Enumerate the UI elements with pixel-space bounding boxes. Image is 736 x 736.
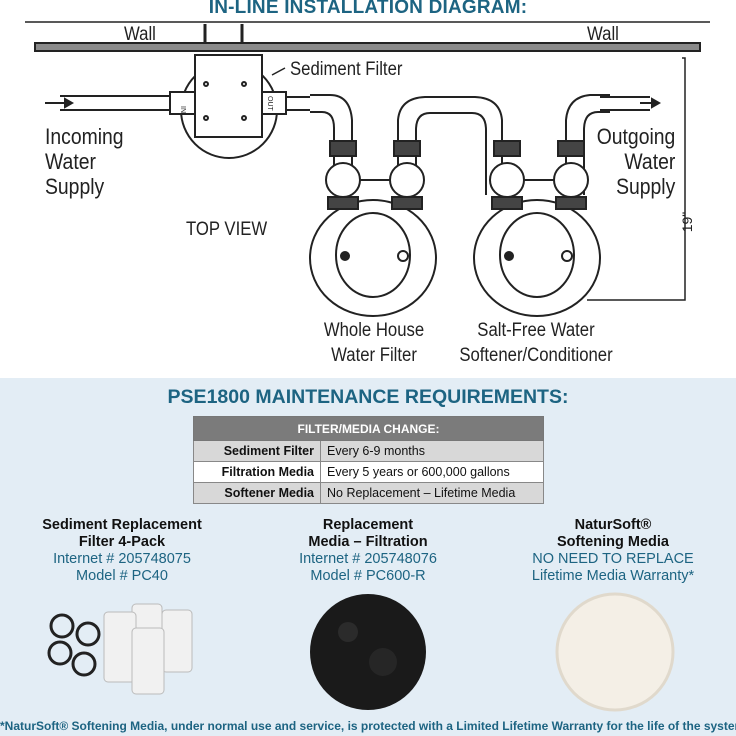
wall-label-left: Wall (124, 24, 156, 45)
incoming-line: Incoming (45, 124, 124, 149)
softening-media-image (555, 592, 675, 712)
product-softening-media: NaturSoft® Softening Media NO NEED TO RE… (493, 517, 733, 585)
unit2-line: Salt-Free Water (477, 320, 595, 341)
product-warranty: Lifetime Media Warranty* (531, 568, 695, 584)
unit1-line: Whole House (323, 320, 425, 341)
row-item: Filtration Media (193, 461, 321, 483)
wall (34, 42, 701, 52)
dimension-label: 19" (679, 212, 695, 233)
out-label: OUT (266, 96, 273, 112)
table-header: FILTER/MEDIA CHANGE: (193, 416, 544, 441)
top-view-label: TOP VIEW (186, 219, 268, 240)
incoming-pipe (45, 95, 170, 111)
outgoing-line: Supply (615, 174, 675, 199)
incoming-line: Supply (45, 174, 105, 199)
product-name: NaturSoft® (574, 517, 652, 533)
dimension-line (587, 57, 686, 301)
product-name: Sediment Replacement (42, 517, 202, 533)
sediment-filter-label: Sediment Filter (290, 59, 403, 80)
unit1-line: Water Filter (331, 345, 417, 366)
product-internet-number: Internet # 205748076 (299, 551, 437, 567)
row-interval: Every 6-9 months (320, 440, 544, 462)
product-name: Filter 4-Pack (78, 534, 166, 550)
incoming-label: Incoming Water Supply (45, 124, 124, 199)
outgoing-line: Outgoing (596, 124, 675, 149)
diagram-title: IN-LINE INSTALLATION DIAGRAM: (208, 0, 528, 18)
filtration-media-image (310, 594, 426, 710)
product-sediment-filter: Sediment Replacement Filter 4-Pack Inter… (2, 517, 242, 585)
product-name: Replacement (322, 517, 414, 533)
row-interval: No Replacement – Lifetime Media (320, 482, 544, 504)
row-item: Sediment Filter (193, 440, 321, 462)
maintenance-title: PSE1800 MAINTENANCE REQUIREMENTS: (167, 386, 569, 408)
unit1-label: Whole House Water Filter (304, 318, 445, 368)
product-model: Model # PC40 (76, 568, 168, 584)
product-model: Model # PC600-R (310, 568, 426, 584)
incoming-line: Water (45, 149, 96, 174)
wall-label-right: Wall (587, 24, 619, 45)
installation-diagram: IN OUT 19" (25, 21, 710, 317)
sediment-filter-housing (169, 54, 287, 159)
product-name: Softening Media (557, 534, 669, 550)
footnote: *NaturSoft® Softening Media, under norma… (0, 719, 736, 733)
row-item: Softener Media (193, 482, 321, 504)
product-filtration-media: Replacement Media – Filtration Internet … (248, 517, 488, 585)
whole-house-filter-unit (309, 140, 437, 317)
filter-cartridges-image (47, 603, 193, 695)
salt-free-softener-unit (473, 140, 601, 317)
product-note: NO NEED TO REPLACE (532, 551, 694, 567)
outgoing-line: Water (624, 149, 675, 174)
unit2-line: Softener/Conditioner (459, 345, 613, 366)
in-label: IN (179, 106, 186, 113)
pipe-network (286, 94, 662, 195)
outgoing-label: Outgoing Water Supply (596, 124, 675, 199)
product-name: Media – Filtration (308, 534, 428, 550)
product-internet-number: Internet # 205748075 (53, 551, 191, 567)
row-interval: Every 5 years or 600,000 gallons (320, 461, 544, 483)
unit2-label: Salt-Free Water Softener/Conditioner (448, 318, 624, 368)
